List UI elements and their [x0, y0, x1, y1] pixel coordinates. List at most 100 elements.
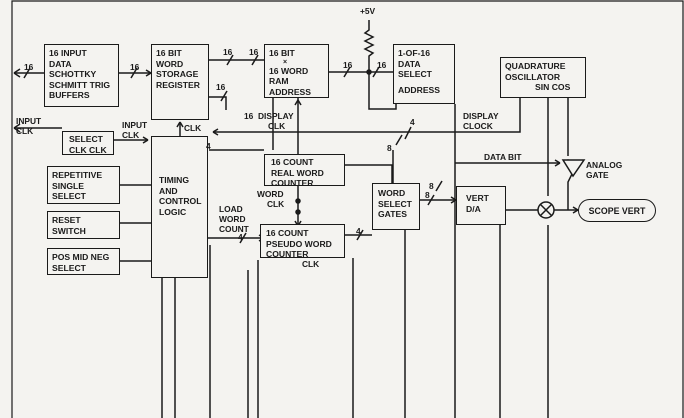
bus-width-label: 16 [130, 62, 140, 72]
word-select-gates-block: WORD SELECT GATES [372, 183, 420, 230]
bus-width-label: 16 [343, 60, 353, 70]
data-select-line-2: DATA [398, 58, 421, 69]
scope-vert-terminal: SCOPE VERT [578, 199, 656, 222]
bus-width-label: 4 [206, 141, 211, 151]
scope-vert-label: SCOPE VERT [588, 205, 646, 216]
data-bit-label: DATA BIT [484, 152, 522, 162]
real-counter-line-2: REAL WORD [271, 167, 324, 178]
repetitive-single-select-block: REPETITIVE SINGLE SELECT [47, 166, 120, 204]
bus-width-label: 4 [238, 232, 243, 242]
reset-switch-block: RESET SWITCH [47, 211, 120, 239]
timing-line-3: CONTROL [159, 196, 202, 206]
bus-width-label: 8 [425, 190, 430, 200]
load-word-count-line-2: WORD [219, 214, 246, 224]
bus-width-label: 8 [387, 143, 392, 153]
register-line-4: REGISTER [156, 79, 200, 90]
timing-line-2: AND [159, 185, 178, 196]
quadrature-oscillator-block: QUADRATURE OSCILLATOR SIN COS [500, 57, 586, 98]
pseudo-counter-clk-label: CLK [302, 259, 320, 269]
word-clk-label: WORD CLK [257, 189, 284, 209]
input-clk-line-2: CLK [16, 126, 34, 136]
vert-da-line-2: D/A [466, 203, 481, 214]
oscillator-line-2: OSCILLATOR [505, 71, 561, 82]
real-counter-line-3: COUNTER [271, 178, 314, 188]
data-select-line-3: SELECT [398, 69, 432, 79]
data-select-line-1: 1-OF-16 [398, 48, 430, 58]
load-word-count-label: LOAD WORD COUNT [219, 204, 249, 234]
register-clk-label: CLK [184, 123, 202, 133]
vert-da-line-1: VERT [466, 193, 489, 203]
oscillator-line-1: QUADRATURE [505, 61, 566, 71]
select-clk-line-2: CLK CLK [69, 144, 107, 155]
bus-width-label: 16 [223, 47, 233, 57]
buffers-line-2: DATA [49, 58, 72, 69]
pseudo-counter-line-1: 16 COUNT [266, 228, 309, 238]
timing-control-logic-block: TIMING AND CONTROL LOGIC [151, 136, 208, 278]
reset-line-1: RESET [52, 215, 81, 225]
register-line-1: 16 BIT [156, 48, 182, 58]
word-storage-register-block: 16 BIT WORD STORAGE REGISTER [151, 44, 209, 120]
input-clk-line-1: INPUT [16, 116, 42, 126]
select-clk-block: SELECT CLK CLK [62, 131, 114, 155]
analog-gate-label: ANALOG GATE [586, 160, 622, 180]
plus-5v-label: +5V [360, 6, 376, 16]
reset-line-2: SWITCH [52, 225, 86, 236]
register-line-3: STORAGE [156, 69, 199, 79]
timing-line-1: TIMING [159, 175, 190, 185]
vert-da-block: VERT D/A [456, 186, 506, 225]
pos-mid-neg-line-1: POS MID NEG [52, 252, 110, 262]
word-select-line-2: SELECT [378, 198, 412, 209]
select-clk-line-1: SELECT [69, 134, 103, 144]
repetitive-line-3: SELECT [52, 191, 86, 201]
register-line-2: WORD [156, 58, 184, 69]
bus-width-label: 4 [410, 117, 415, 127]
pos-mid-neg-select-block: POS MID NEG SELECT [47, 248, 120, 275]
ram-line-3: 16 WORD [269, 65, 309, 76]
load-word-count-line-1: LOAD [219, 204, 243, 214]
display-clk-line-1: DISPLAY [258, 111, 294, 121]
ram-line-2: × [283, 58, 288, 66]
ram-block: 16 BIT × 16 WORD RAM ADDRESS [264, 44, 329, 98]
buffers-line-4: SCHMITT TRIG [49, 79, 111, 90]
oscillator-line-3: SIN COS [535, 82, 571, 92]
load-word-count-line-3: COUNT [219, 224, 249, 234]
pseudo-counter-line-3: COUNTER [266, 249, 309, 259]
buffers-line-5: BUFFERS [49, 90, 90, 100]
display-clk-line-2: CLK [268, 121, 286, 131]
bus-width-label: 16 [216, 82, 226, 92]
analog-gate-line-2: GATE [586, 170, 609, 180]
buffers-line-3: SCHOTTKY [49, 69, 97, 79]
pos-mid-neg-line-2: SELECT [52, 262, 86, 273]
real-counter-line-1: 16 COUNT [271, 157, 314, 167]
buffers-line-1: 16 INPUT [49, 48, 87, 58]
bus-width-label: 8 [429, 181, 434, 191]
input-clk-2-line-2: CLK [122, 130, 140, 140]
ram-line-5: ADDRESS [269, 86, 312, 97]
word-select-line-3: GATES [378, 209, 407, 219]
schottky-schmitt-buffers-block: 16 INPUT DATA SCHOTTKY SCHMITT TRIG BUFF… [44, 44, 119, 107]
display-clock-label: DISPLAY CLOCK [463, 111, 499, 131]
bus-width-label: 16 [24, 62, 34, 72]
bus-width-label: 16 [249, 47, 259, 57]
repetitive-line-1: REPETITIVE [52, 170, 103, 180]
word-clk-line-2: CLK [267, 199, 285, 209]
timing-line-4: LOGIC [159, 206, 187, 217]
real-word-counter-block: 16 COUNT REAL WORD COUNTER [264, 154, 345, 188]
display-clk-label: DISPLAY CLK [258, 111, 294, 131]
input-clk-label: INPUT CLK [16, 116, 41, 136]
input-clk-label-2: INPUT CLK [122, 120, 147, 140]
display-clock-line-2: CLOCK [463, 121, 493, 131]
analog-gate-line-1: ANALOG [586, 160, 623, 170]
data-select-line-4: ADDRESS [398, 84, 441, 95]
bus-width-label: 16 [377, 60, 387, 70]
word-select-line-1: WORD [378, 188, 406, 198]
input-clk-2-line-1: INPUT [122, 120, 148, 130]
bus-width-label: 4 [356, 226, 361, 236]
ram-line-4: RAM [269, 76, 289, 86]
bus-width-label: 16 [244, 111, 254, 121]
pseudo-counter-line-2: PSEUDO WORD [266, 238, 332, 249]
repetitive-line-2: SINGLE [52, 180, 84, 191]
data-select-block: 1-OF-16 DATA SELECT ADDRESS [393, 44, 455, 104]
